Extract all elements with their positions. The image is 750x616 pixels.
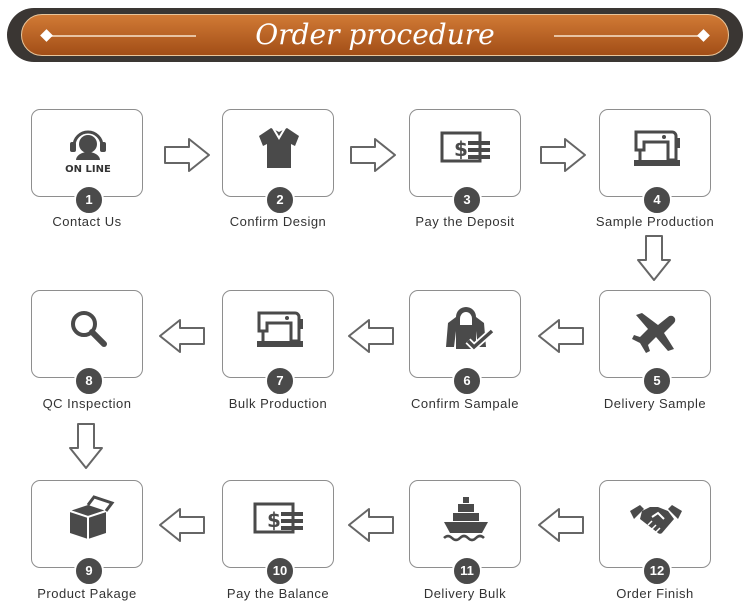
step-confirm-sample: 6 [409, 290, 521, 396]
step-order-finish: 12 [599, 480, 711, 586]
online-support-icon: ON LINE [65, 130, 111, 175]
step-label: Confirm Design [229, 214, 327, 229]
step-number-badge: 5 [642, 366, 672, 396]
arrow-left-7-8 [158, 318, 206, 354]
airplane-icon [632, 313, 676, 353]
step-sample-production: 4 [599, 109, 711, 215]
step-pay-deposit: 3 [409, 109, 521, 215]
step-delivery-sample: 5 [599, 290, 711, 396]
step-number-badge: 8 [74, 366, 104, 396]
step-pay-balance: 10 [222, 480, 334, 586]
step-bulk-production: 7 [222, 290, 334, 396]
step-number-badge: 12 [642, 556, 672, 586]
money-bill-icon [438, 120, 494, 176]
step-label: QC Inspection [42, 396, 132, 411]
jacket-check-icon [446, 307, 494, 352]
step-label: Delivery Bulk [423, 586, 507, 601]
title-banner: Order procedure [7, 8, 743, 62]
step-contact-us: ON LINE 1 [31, 109, 143, 215]
step-number-badge: 2 [265, 185, 295, 215]
step-label: Pay the Balance [226, 586, 330, 601]
arrow-right-2-3 [349, 137, 397, 173]
arrow-down-8-9 [68, 422, 104, 470]
banner-line-left [46, 35, 196, 37]
step-number-badge: 7 [265, 366, 295, 396]
step-label: Delivery Sample [603, 396, 707, 411]
arrow-right-1-2 [163, 137, 211, 173]
step-number-badge: 3 [452, 185, 482, 215]
step-qc-inspection: 8 [31, 290, 143, 396]
step-label: Confirm Sampale [411, 396, 519, 411]
step-label: Sample Production [595, 214, 715, 229]
handshake-icon [630, 505, 682, 534]
arrow-down-4-5 [636, 234, 672, 282]
sewing-machine-icon [251, 301, 307, 357]
step-delivery-bulk: 11 [409, 480, 521, 586]
arrow-left-11-10 [347, 507, 395, 543]
step-label: Order Finish [616, 586, 694, 601]
banner-line-right [554, 35, 704, 37]
ship-icon [443, 497, 488, 542]
magnifier-icon [71, 311, 107, 347]
arrow-left-12-11 [537, 507, 585, 543]
step-number-badge: 11 [452, 556, 482, 586]
polo-shirt-icon [259, 127, 299, 168]
step-confirm-design: 2 [222, 109, 334, 215]
step-number-badge: 1 [74, 185, 104, 215]
arrow-left-6-7 [347, 318, 395, 354]
arrow-left-5-6 [537, 318, 585, 354]
money-bill-icon [251, 491, 307, 547]
step-label: Pay the Deposit [415, 214, 515, 229]
step-number-badge: 10 [265, 556, 295, 586]
arrow-left-10-9 [158, 507, 206, 543]
title-banner-inner: Order procedure [21, 14, 729, 56]
step-label: Product Pakage [37, 586, 137, 601]
sewing-machine-icon [628, 120, 684, 176]
step-product-package: 9 [31, 480, 143, 586]
step-number-badge: 6 [452, 366, 482, 396]
package-box-icon [69, 495, 115, 539]
page-title: Order procedure [255, 18, 495, 51]
step-number-badge: 4 [642, 185, 672, 215]
step-number-badge: 9 [74, 556, 104, 586]
step-label: Contact Us [52, 214, 122, 229]
step-label: Bulk Production [228, 396, 328, 411]
arrow-right-3-4 [539, 137, 587, 173]
online-icon-text: ON LINE [65, 164, 111, 175]
